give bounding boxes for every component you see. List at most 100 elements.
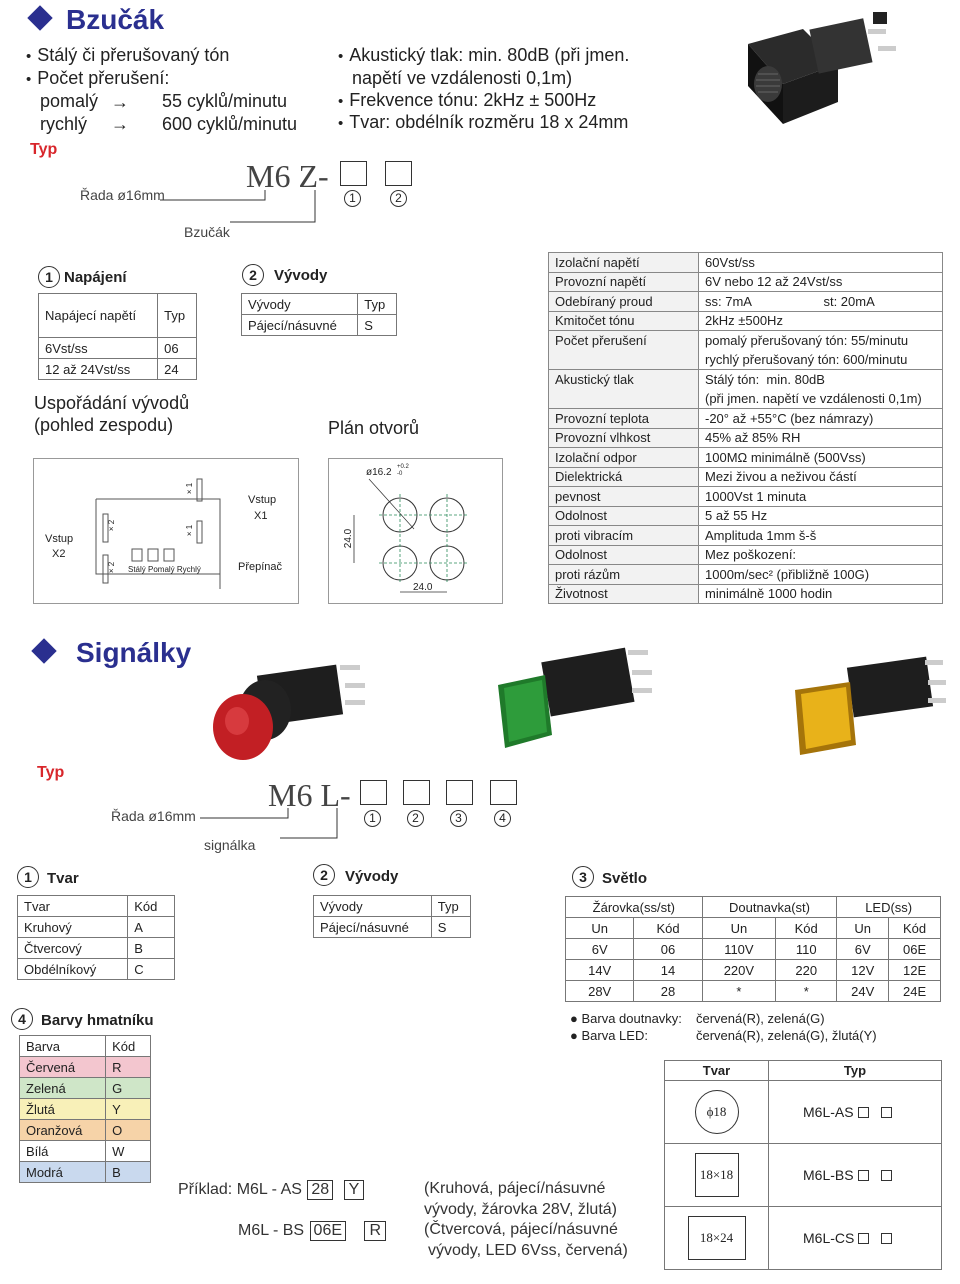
table-cell: 220 (775, 959, 838, 981)
type-box[interactable] (880, 1107, 892, 1118)
table-cell: 24E (888, 980, 941, 1002)
table-header: Kód (105, 1035, 151, 1057)
spec-label: Odebíraný proud (548, 291, 699, 312)
table-header: Kód (888, 917, 941, 939)
code-box-4[interactable] (490, 780, 517, 805)
napajeni-circle-icon: 1 (38, 266, 60, 288)
spec-value: minimálně 1000 hodin (698, 583, 943, 604)
example-desc-4: výv​ody, LED 6Vss, červená) (428, 1242, 628, 1259)
bzucak-label: Bzučák (184, 224, 230, 240)
x2-label: × 2 (107, 519, 117, 532)
spec-label: proti rázům (548, 564, 699, 585)
x2-label: × 2 (107, 561, 117, 574)
shape-label: ϕ18 (694, 1090, 739, 1134)
type-box[interactable] (857, 1170, 869, 1181)
code-leader-lines (160, 190, 316, 223)
table-cell: 24V (836, 980, 890, 1002)
signalka-label: signálka (204, 837, 256, 853)
code-circle-1: 1 (364, 810, 381, 827)
pohled-subtitle: (pohled zespodu) (34, 415, 174, 435)
series-label: Řada ø16mm (80, 187, 165, 203)
table-cell: 24 (157, 358, 197, 380)
table-header: Un (836, 917, 890, 939)
example-desc-2: výv​ody, žárovka 28V, žlutá) (424, 1201, 617, 1218)
table-cell: 12V (836, 959, 890, 981)
table-cell: 12E (888, 959, 941, 981)
table-cell: G (105, 1077, 151, 1099)
spec-value: Mez poškození: (698, 544, 943, 565)
tol-top-label: +0.2 (397, 464, 409, 470)
code-box-1[interactable] (340, 161, 367, 186)
type-box[interactable] (880, 1170, 892, 1181)
dim-h-label: 24.0 (413, 582, 433, 593)
table-header: Kód (633, 917, 703, 939)
code-box-2[interactable] (403, 780, 430, 805)
table-cell: 28V (564, 980, 635, 1002)
spec-value: 60Vst/ss (698, 252, 943, 273)
table-header: Un (701, 917, 777, 939)
wiring-diagram: Vstup X2 Vstup X1 Přepínač Stálý Pomalý … (33, 458, 299, 604)
code-box-2[interactable] (385, 161, 412, 186)
table-cell: Modrá (18, 1161, 107, 1183)
arrow-icon: → (111, 114, 129, 134)
example2-box-b: R (364, 1221, 387, 1241)
type-box[interactable] (881, 1233, 893, 1244)
table-cell: S (430, 916, 472, 938)
example-desc-3: (Čtvercová, pájecí/násuvné (424, 1221, 618, 1238)
slow-label: pomalý (40, 91, 99, 111)
tvar-circle-icon: 1 (17, 866, 39, 888)
spec-label: Provozní napětí (548, 271, 699, 292)
table-cell: 06 (157, 337, 197, 359)
shape-label: 18×24 (687, 1216, 746, 1260)
type-box[interactable] (858, 1233, 870, 1244)
table-header: Kód (775, 917, 838, 939)
barva-doutnavky-label: Barva doutnavky: (581, 1011, 682, 1026)
table-cell: 110V (701, 938, 777, 960)
code-box-3[interactable] (446, 780, 473, 805)
spec-value: 45% až 85% RH (698, 427, 943, 448)
table-cell: 28 (633, 980, 703, 1002)
spec-value: 6V nebo 12 až 24Vst/ss (698, 271, 943, 292)
table-cell: 14V (564, 959, 635, 981)
vstup-x2-label-b: X2 (52, 548, 66, 560)
vstup-x2-label: Vstup (45, 533, 74, 545)
spec-value: (při jmen. napětí ve vzdálenosti 0,1m) (698, 389, 943, 409)
example-label: Příklad: (178, 1181, 233, 1198)
table-cell: 6V (564, 938, 635, 960)
buzzer-photo (748, 12, 896, 124)
table-header: Tvar (16, 895, 129, 917)
spec-label: Provozní teplota (548, 408, 699, 429)
table-cell: Y (105, 1098, 151, 1120)
type-code: M6L-AS (803, 1104, 854, 1120)
type-box[interactable] (857, 1107, 869, 1118)
table-header: Vývody (313, 895, 432, 917)
table-cell: Bílá (18, 1140, 107, 1162)
table-cell: Pájecí/násuvné (313, 916, 432, 938)
spec-value: 100MΩ minimálně (500Vss) (698, 447, 943, 468)
svetlo-circle-icon: 3 (572, 866, 594, 888)
section-bullet-icon (31, 638, 57, 664)
code-box-1[interactable] (360, 780, 387, 805)
table-header: Tvar (664, 1060, 769, 1081)
spec-value: -20° až +55°C (bez námrazy) (698, 408, 943, 429)
buzzer-bullet-2: •Počet přerušení: (26, 68, 170, 88)
barva-circle-icon: 4 (11, 1008, 33, 1030)
table-cell: Oranžová (18, 1119, 107, 1141)
spec-label (548, 389, 699, 409)
